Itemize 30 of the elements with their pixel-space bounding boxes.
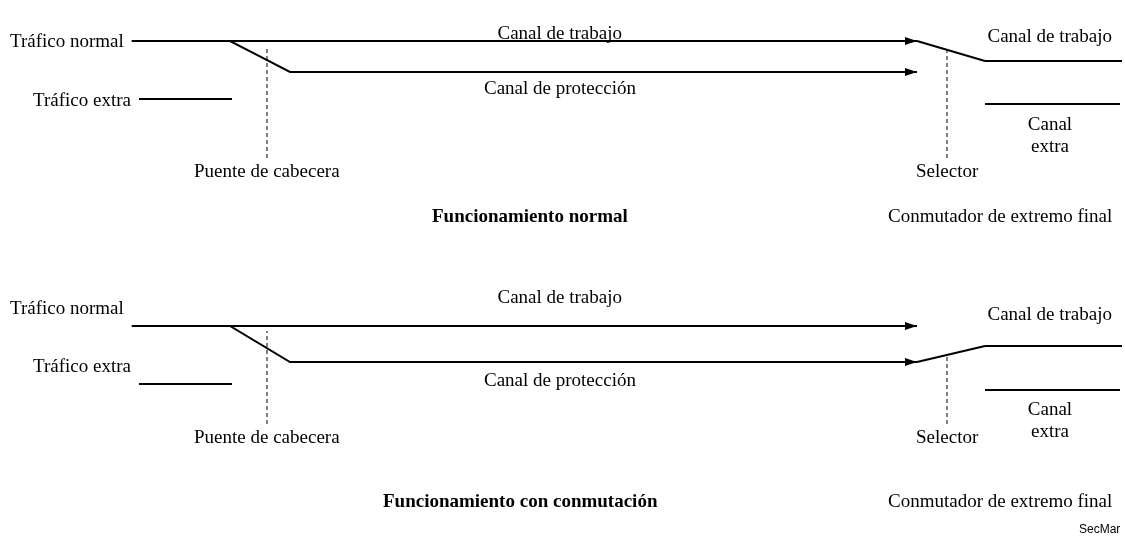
channel-label: Canal de trabajo — [987, 25, 1112, 47]
component-label: Puente de cabecera — [194, 426, 340, 448]
panel-title: Funcionamiento normal — [432, 205, 628, 227]
channel-arrow — [130, 325, 918, 366]
selector-switch — [916, 345, 986, 363]
edge-label: Canal de protección — [484, 77, 636, 99]
channel-label: Canal extra — [1026, 113, 1074, 157]
traffic-label: Tráfico normal — [10, 30, 124, 52]
channel-arrow — [130, 40, 918, 76]
channel-line — [137, 98, 233, 100]
leader-line — [266, 330, 268, 425]
component-label: Selector — [916, 160, 979, 182]
edge-label: Canal de trabajo — [497, 286, 622, 308]
channel-label: Canal de trabajo — [987, 303, 1112, 325]
leader-line — [946, 49, 948, 159]
panel-title: Funcionamiento con conmutación — [383, 490, 658, 512]
leader-line — [946, 354, 948, 425]
traffic-label: Tráfico normal — [10, 297, 124, 319]
traffic-label: Tráfico extra — [33, 89, 131, 111]
edge-label: Canal de trabajo — [497, 22, 622, 44]
panel-title: Conmutador de extremo final — [888, 490, 1113, 512]
channel-line — [137, 383, 233, 385]
selector-switch — [916, 40, 986, 62]
channel-label: Canal extra — [1026, 398, 1074, 442]
traffic-label: Tráfico extra — [33, 355, 131, 377]
figure-id: SecMar — [1079, 521, 1121, 538]
component-label: Puente de cabecera — [194, 160, 340, 182]
component-label: Selector — [916, 426, 979, 448]
edge-label: Canal de protección — [484, 369, 636, 391]
panel-title: Conmutador de extremo final — [888, 205, 1113, 227]
